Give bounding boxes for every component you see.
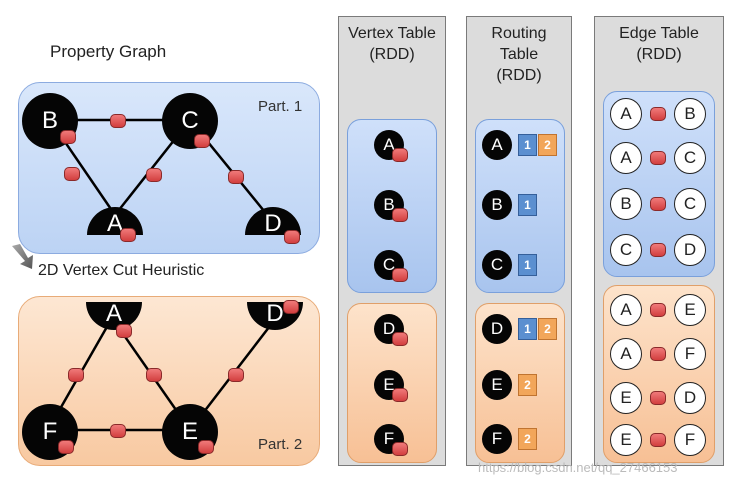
- vertex-data-icon: [392, 388, 408, 402]
- edge-dst: B: [674, 98, 706, 130]
- routing-vertex-b: B: [482, 190, 512, 220]
- edge-data-icon: [650, 303, 666, 317]
- part-chip: 1: [518, 254, 537, 276]
- partition-2-label: Part. 2: [258, 436, 303, 453]
- vertex-data-icon: [392, 208, 408, 222]
- edge-src: A: [610, 294, 642, 326]
- graph-vertex-c: C: [162, 93, 218, 149]
- edge-data-icon: [60, 130, 76, 144]
- vertex-data-icon: [392, 268, 408, 282]
- edge-data-icon: [283, 300, 299, 314]
- routing-vertex-e: E: [482, 370, 512, 400]
- vertex-group-part2: D E F: [347, 303, 437, 463]
- edge-src: A: [610, 98, 642, 130]
- edge-data-icon: [228, 170, 244, 184]
- edge-src: E: [610, 424, 642, 456]
- routing-vertex-a: A: [482, 130, 512, 160]
- diagram-title: Property Graph: [50, 42, 167, 61]
- routing-group-part2: D 1 2 E 2 F 2: [475, 303, 565, 463]
- vertex-data-icon: [392, 148, 408, 162]
- edge-data-icon: [650, 151, 666, 165]
- edge-dst: C: [674, 142, 706, 174]
- edge-group-part2: A E A F E D E F: [603, 285, 715, 463]
- down-arrow-icon: [12, 244, 33, 269]
- edge-data-icon: [110, 114, 126, 128]
- edge-data-icon: [650, 243, 666, 257]
- edge-dst: D: [674, 382, 706, 414]
- watermark-text: https://blog.csdn.net/qq_27466153: [478, 460, 678, 475]
- edge-data-icon: [146, 168, 162, 182]
- routing-table-title: Routing Table (RDD): [491, 25, 547, 84]
- edge-dst: E: [674, 294, 706, 326]
- vertex-data-icon: [392, 442, 408, 456]
- edge-data-icon: [120, 228, 136, 242]
- edge-src: C: [610, 234, 642, 266]
- edge-data-icon: [650, 197, 666, 211]
- edge-data-icon: [650, 391, 666, 405]
- part-chip: 1: [518, 134, 537, 156]
- transform-label: 2D Vertex Cut Heuristic: [38, 262, 205, 279]
- edge-table-panel: Edge Table (RDD) A B A C B C C D A E A F…: [594, 16, 724, 466]
- edge-src: A: [610, 142, 642, 174]
- edge-data-icon: [650, 433, 666, 447]
- part-chip: 1: [518, 194, 537, 216]
- vertex-table-title: Vertex Table (RDD): [348, 25, 436, 63]
- edge-data-icon: [68, 368, 84, 382]
- routing-vertex-c: C: [482, 250, 512, 280]
- edge-src: A: [610, 338, 642, 370]
- vertex-group-part1: A B C: [347, 119, 437, 293]
- vertex-d: D: [374, 314, 404, 344]
- part-chip: 2: [538, 318, 557, 340]
- routing-vertex-f: F: [482, 424, 512, 454]
- edge-data-icon: [146, 368, 162, 382]
- edge-data-icon: [198, 440, 214, 454]
- edge-table-title: Edge Table (RDD): [619, 25, 699, 63]
- part-chip: 2: [518, 428, 537, 450]
- part-chip: 2: [518, 374, 537, 396]
- edge-group-part1: A B A C B C C D: [603, 91, 715, 277]
- edge-data-icon: [64, 167, 80, 181]
- edge-src: B: [610, 188, 642, 220]
- routing-table-panel: Routing Table (RDD) A 1 2 B 1 C 1 D 1 2 …: [466, 16, 572, 466]
- edge-dst: F: [674, 338, 706, 370]
- edge-data-icon: [194, 134, 210, 148]
- edge-data-icon: [650, 107, 666, 121]
- edge-dst: C: [674, 188, 706, 220]
- part-chip: 1: [518, 318, 537, 340]
- edge-dst: D: [674, 234, 706, 266]
- vertex-data-icon: [392, 332, 408, 346]
- edge-dst: F: [674, 424, 706, 456]
- vertex-table-panel: Vertex Table (RDD) A B C D E F: [338, 16, 446, 466]
- edge-data-icon: [650, 347, 666, 361]
- graph-vertex-f: F: [22, 404, 78, 460]
- edge-data-icon: [110, 424, 126, 438]
- edge-data-icon: [228, 368, 244, 382]
- edge-data-icon: [284, 230, 300, 244]
- part-chip: 2: [538, 134, 557, 156]
- edge-data-icon: [58, 440, 74, 454]
- partition-1-label: Part. 1: [258, 98, 303, 115]
- edge-data-icon: [116, 324, 132, 338]
- routing-vertex-d: D: [482, 314, 512, 344]
- routing-group-part1: A 1 2 B 1 C 1: [475, 119, 565, 293]
- edge-src: E: [610, 382, 642, 414]
